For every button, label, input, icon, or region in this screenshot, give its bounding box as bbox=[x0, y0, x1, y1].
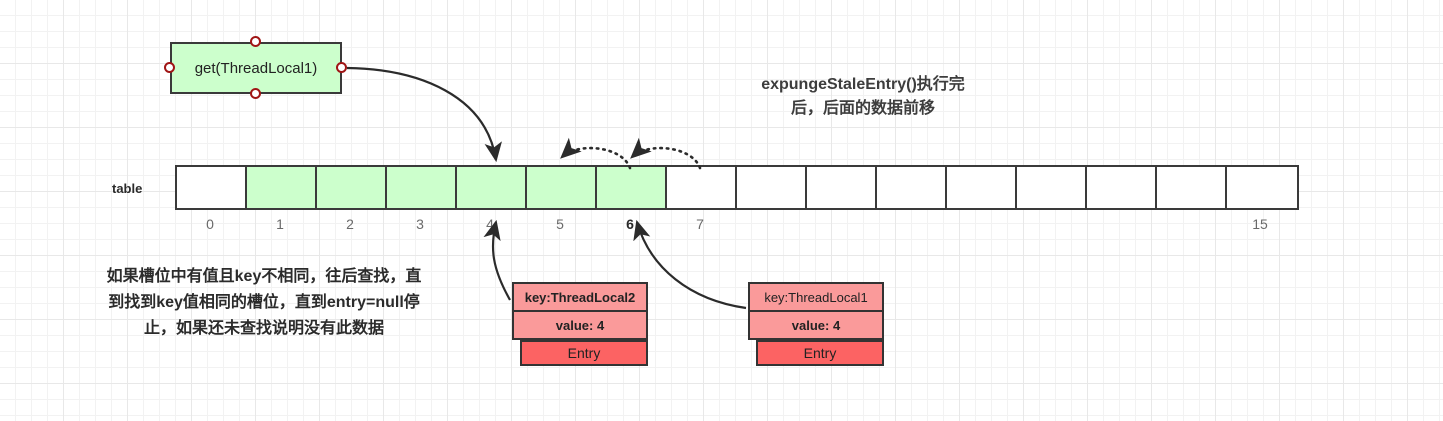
table-index-6: 6 bbox=[626, 216, 634, 232]
title-line-1: expungeStaleEntry()执行完 bbox=[761, 76, 965, 93]
node-port-bottom-icon[interactable] bbox=[250, 88, 261, 99]
table-cell-15[interactable] bbox=[1227, 167, 1297, 208]
table-label: table bbox=[112, 181, 143, 196]
table-cell-3[interactable] bbox=[387, 167, 457, 208]
entry-value: value: 4 bbox=[512, 310, 648, 340]
table-cell-7[interactable] bbox=[667, 167, 737, 208]
get-threadlocal-node[interactable]: get(ThreadLocal1) bbox=[170, 42, 342, 94]
table-cell-2[interactable] bbox=[317, 167, 387, 208]
table-index-7: 7 bbox=[696, 216, 704, 232]
table-cell-0[interactable] bbox=[177, 167, 247, 208]
table-index-15: 15 bbox=[1252, 216, 1268, 232]
table-cell-14[interactable] bbox=[1157, 167, 1227, 208]
entry-key: key:ThreadLocal2 bbox=[512, 282, 648, 312]
title-line-2: 后，后面的数据前移 bbox=[790, 100, 935, 117]
table-cell-6[interactable] bbox=[597, 167, 667, 208]
get-node-label: get(ThreadLocal1) bbox=[194, 59, 318, 77]
entry-footer: Entry bbox=[756, 340, 884, 366]
table-cell-5[interactable] bbox=[527, 167, 597, 208]
entry-footer: Entry bbox=[520, 340, 648, 366]
table-cell-13[interactable] bbox=[1087, 167, 1157, 208]
table-index-2: 2 bbox=[346, 216, 354, 232]
table-index-1: 1 bbox=[276, 216, 284, 232]
node-port-left-icon[interactable] bbox=[164, 62, 175, 73]
table-index-3: 3 bbox=[416, 216, 424, 232]
table-index-5: 5 bbox=[556, 216, 564, 232]
description-text: 如果槽位中有值且key不相同，往后查找，直 到找到key值相同的槽位，直到ent… bbox=[48, 264, 480, 342]
table-cell-10[interactable] bbox=[877, 167, 947, 208]
node-port-top-icon[interactable] bbox=[250, 36, 261, 47]
table-cell-11[interactable] bbox=[947, 167, 1017, 208]
description-line-1: 如果槽位中有值且key不相同，往后查找，直 bbox=[106, 268, 422, 285]
arrow-entry-threadlocal1-to-slot-6 bbox=[633, 219, 747, 310]
description-line-3: 止，如果还未查找说明没有此数据 bbox=[143, 320, 384, 337]
arrow-get-to-slot-4 bbox=[346, 66, 502, 163]
table-cell-12[interactable] bbox=[1017, 167, 1087, 208]
node-port-right-icon[interactable] bbox=[336, 62, 347, 73]
entry-box-threadlocal1[interactable]: key:ThreadLocal1 value: 4 Entry bbox=[748, 282, 884, 366]
table-cell-9[interactable] bbox=[807, 167, 877, 208]
table-cell-1[interactable] bbox=[247, 167, 317, 208]
table-cell-8[interactable] bbox=[737, 167, 807, 208]
arrow-entry-threadlocal2-to-slot-4 bbox=[483, 219, 511, 301]
table-cell-4[interactable] bbox=[457, 167, 527, 208]
table-index-4: 4 bbox=[486, 216, 494, 232]
entry-box-threadlocal2[interactable]: key:ThreadLocal2 value: 4 Entry bbox=[512, 282, 648, 366]
description-line-2: 到找到key值相同的槽位，直到entry=null停 bbox=[108, 294, 420, 311]
table-array bbox=[175, 165, 1299, 210]
entry-key: key:ThreadLocal1 bbox=[748, 282, 884, 312]
diagram-title: expungeStaleEntry()执行完 后，后面的数据前移 bbox=[722, 73, 1004, 121]
table-index-0: 0 bbox=[206, 216, 214, 232]
entry-value: value: 4 bbox=[748, 310, 884, 340]
